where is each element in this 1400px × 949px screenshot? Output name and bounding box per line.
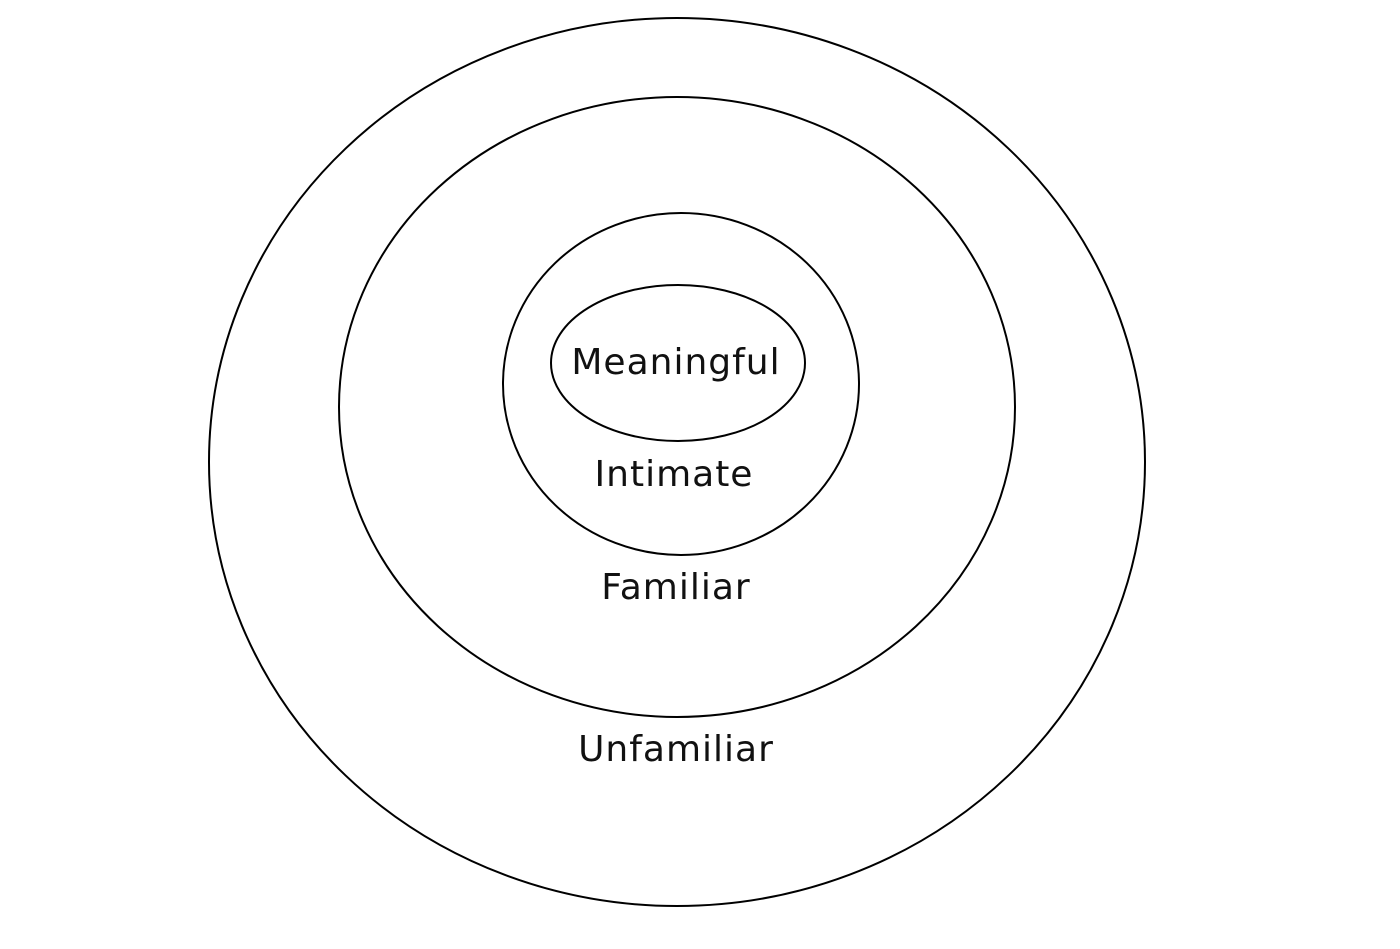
ring-unfamiliar xyxy=(208,17,1146,907)
label-unfamiliar: Unfamiliar xyxy=(578,729,774,770)
label-intimate: Intimate xyxy=(595,454,754,495)
label-meaningful: Meaningful xyxy=(571,342,780,383)
ring-familiar xyxy=(338,96,1016,718)
ring-meaningful xyxy=(550,284,806,442)
label-familiar: Familiar xyxy=(601,567,750,608)
ring-intimate xyxy=(502,212,860,556)
